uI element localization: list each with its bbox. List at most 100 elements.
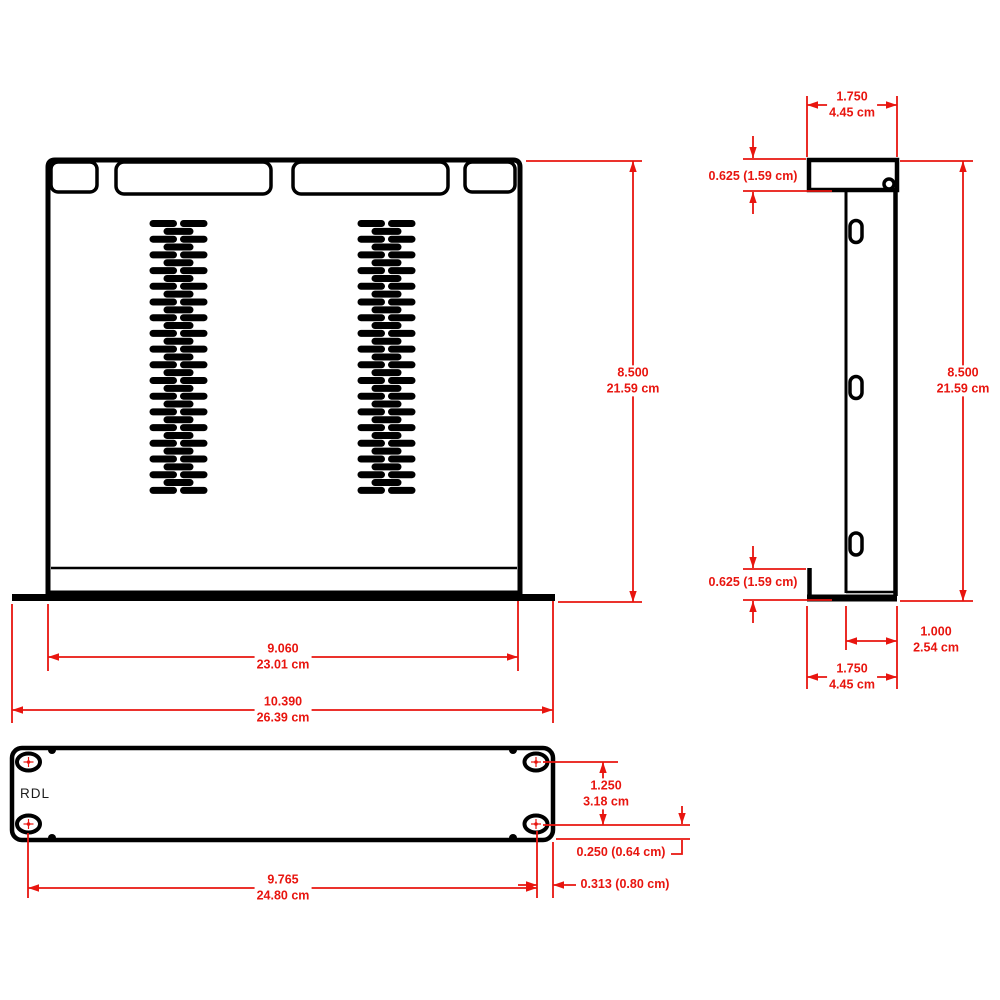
vent-slot [388,282,416,290]
vent-slot [371,243,402,251]
dim-panel-hole-bottom-offset: 0.250 (0.64 cm) [574,845,668,861]
dim-side-lip-top: 0.625 (1.59 cm) [706,169,800,185]
vent-slot [180,235,208,243]
vent-slot [163,243,194,251]
vent-slot [180,439,208,447]
vent-slot [371,227,402,235]
vent-slot [357,424,385,432]
leader-line [671,840,683,855]
dim-value-combined: 0.313 (0.80 cm) [580,877,670,892]
hole-center-mark [23,757,34,767]
vent-slot [180,455,208,463]
vent-slot [371,353,402,361]
vent-slot [180,329,208,337]
vent-slot [388,455,416,463]
vent-slot [388,471,416,479]
vent-slot [149,471,177,479]
vent-slot [149,282,177,290]
vent-slot [357,267,385,275]
vent-slot [388,298,416,306]
hole-center-marks [23,757,541,829]
vent-slot [371,416,402,424]
vent-slot [357,408,385,416]
vent-slot [180,220,208,227]
mounting-hole [15,813,42,835]
hole-center-mark [23,819,34,829]
vent-slot [388,408,416,416]
vent-slot [357,486,385,494]
vent-slot [371,447,402,455]
vent-slot [163,463,194,471]
vent-slot [180,298,208,306]
dim-value-combined: 0.625 (1.59 cm) [708,575,798,590]
vent-slot [357,220,385,227]
vent-slot [388,361,416,369]
vent-slot [163,416,194,424]
vent-slot [357,392,385,400]
vent-slot [371,306,402,314]
vent-slot [149,251,177,259]
vent-slot [149,329,177,337]
vent-slot [180,345,208,353]
vent-slot [180,377,208,384]
panel-notch [509,834,517,842]
vent-slot [357,298,385,306]
vent-slot [357,329,385,337]
vent-slot [163,306,194,314]
dim-top-inner-width: 9.060 23.01 cm [254,641,312,673]
dim-top-height: 8.500 21.59 cm [604,365,662,397]
panel-notch [509,746,517,754]
vent-slot [163,259,194,267]
vent-slot [180,392,208,400]
vent-slot [388,220,416,227]
vent-slot [371,479,402,487]
vent-slot [388,439,416,447]
vent-slot [388,314,416,322]
side-view [806,157,900,602]
dim-value-in: 1.750 [836,89,868,104]
dim-value-cm: 2.54 cm [913,640,959,654]
hole-center-mark [531,819,541,829]
vent-slot [388,486,416,494]
vent-slot [371,400,402,408]
vent-slot [149,361,177,369]
vent-slot [163,227,194,235]
web-slot [848,374,864,401]
panel-outline [9,745,556,843]
vent-slot [149,455,177,463]
vent-slot [388,345,416,353]
vent-slot [371,322,402,330]
vent-slot [388,377,416,384]
vent-slot [149,392,177,400]
vent-slot [371,463,402,471]
mounting-hole [15,751,42,773]
vent-slot [149,220,177,227]
vent-slot [163,431,194,439]
vent-slot [149,439,177,447]
mounting-hole [522,813,550,835]
web-slot [848,531,864,557]
vent-slot [388,392,416,400]
vent-slot [371,259,402,267]
dim-side-height: 8.500 21.59 cm [934,365,992,397]
vent-slot [371,369,402,377]
vent-slot [163,322,194,330]
dim-panel-hole-h-spacing: 9.765 24.80 cm [254,872,312,904]
dimension-lines [11,96,973,898]
dim-value-in: 9.060 [267,641,299,656]
top-flange [806,157,900,193]
vent-slot [149,267,177,275]
dim-side-depth: 1.000 2.54 cm [911,624,961,656]
dim-value-cm: 21.59 cm [936,381,990,395]
vent-slot [371,290,402,298]
dim-side-flange-bottom: 1.750 4.45 cm [827,661,877,693]
vent-slot [149,377,177,384]
vent-slot [163,337,194,345]
vent-slot [149,345,177,353]
vent-slot [357,377,385,384]
front-lip-cutout [49,160,99,194]
vent-slot [371,274,402,282]
vent-slot [388,267,416,275]
vent-slot [163,274,194,282]
vent-slot [149,235,177,243]
